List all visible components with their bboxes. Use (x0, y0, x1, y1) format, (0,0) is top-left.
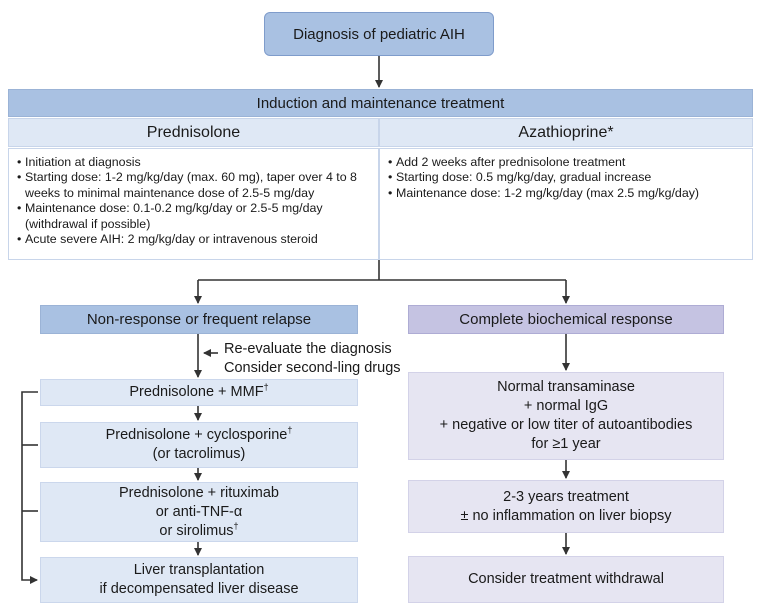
induction-header: Induction and maintenance treatment (8, 89, 753, 117)
tacrolimus-line: (or tacrolimus) (152, 446, 246, 462)
nonresponse-label: Non-response or frequent relapse (86, 311, 312, 328)
dagger-mark: † (287, 425, 293, 436)
list-item: Maintenance dose: 0.1-0.2 mg/kg/day or 2… (17, 201, 372, 232)
igg-line: + normal IgG (523, 398, 609, 414)
biopsy-line: ± no inflammation on liver biopsy (460, 507, 672, 524)
azathioprine-details: Add 2 weeks after prednisolone treatment… (379, 148, 753, 260)
reevaluate-line: Re-evaluate the diagnosis (224, 341, 392, 357)
induction-header-label: Induction and maintenance treatment (256, 94, 505, 112)
diagnosis-label: Diagnosis of pediatric AIH (293, 25, 465, 43)
list-item: Starting dose: 1-2 mg/kg/day (max. 60 mg… (17, 170, 372, 201)
prednisolone-list: Initiation at diagnosis Starting dose: 1… (17, 155, 372, 248)
transplant-box: Liver transplantation if decompensated l… (40, 557, 358, 603)
transplant-line: Liver transplantation (133, 562, 265, 578)
years-treatment-line: 2-3 years treatment (503, 488, 629, 505)
sirolimus-line: or sirolimus† (159, 520, 239, 539)
cyclosporine-line: Prednisolone + cyclosporine† (105, 425, 293, 443)
azathioprine-list: Add 2 weeks after prednisolone treatment… (388, 155, 746, 202)
normal-transaminase-box: Normal transaminase + normal IgG + negat… (408, 372, 724, 460)
second-line-drugs-line: Consider second-ling drugs (224, 360, 401, 376)
diagnosis-box: Diagnosis of pediatric AIH (264, 12, 494, 56)
mmf-box: Prednisolone + MMF† (40, 379, 358, 406)
azathioprine-title: Azathioprine* (518, 123, 614, 141)
complete-response-header: Complete biochemical response (408, 305, 724, 334)
complete-response-label: Complete biochemical response (459, 311, 673, 328)
list-item: Initiation at diagnosis (17, 155, 372, 171)
withdrawal-box: Consider treatment withdrawal (408, 556, 724, 603)
dagger-mark: † (263, 382, 269, 393)
autoantibodies-line: + negative or low titer of autoantibodie… (439, 417, 693, 433)
dagger-mark: † (233, 520, 239, 531)
transaminase-line: Normal transaminase (497, 379, 635, 395)
prednisolone-title: Prednisolone (146, 123, 241, 141)
cyclosporine-box: Prednisolone + cyclosporine† (or tacroli… (40, 422, 358, 468)
prednisolone-details: Initiation at diagnosis Starting dose: 1… (8, 148, 379, 260)
duration-line: for ≥1 year (531, 436, 601, 452)
nonresponse-header: Non-response or frequent relapse (40, 305, 358, 334)
treatment-duration-box: 2-3 years treatment ± no inflammation on… (408, 480, 724, 533)
prednisolone-header: Prednisolone (8, 118, 379, 147)
list-item: Acute severe AIH: 2 mg/kg/day or intrave… (17, 232, 372, 248)
withdrawal-label: Consider treatment withdrawal (468, 571, 664, 587)
bracket-to-transplant (21, 391, 38, 584)
mmf-label: Prednisolone + MMF† (129, 382, 269, 400)
rituximab-box: Prednisolone + rituximab or anti-TNF-α o… (40, 482, 358, 542)
list-item: Maintenance dose: 1-2 mg/kg/day (max 2.5… (388, 186, 746, 202)
azathioprine-header: Azathioprine* (379, 118, 753, 147)
decompensated-line: if decompensated liver disease (99, 581, 299, 597)
anti-tnf-line: or anti-TNF-α (155, 503, 243, 520)
reevaluate-note: Re-evaluate the diagnosis Consider secon… (224, 340, 401, 378)
list-item: Add 2 weeks after prednisolone treatment (388, 155, 746, 171)
list-item: Starting dose: 0.5 mg/kg/day, gradual in… (388, 170, 746, 186)
rituximab-line: Prednisolone + rituximab (119, 484, 279, 501)
